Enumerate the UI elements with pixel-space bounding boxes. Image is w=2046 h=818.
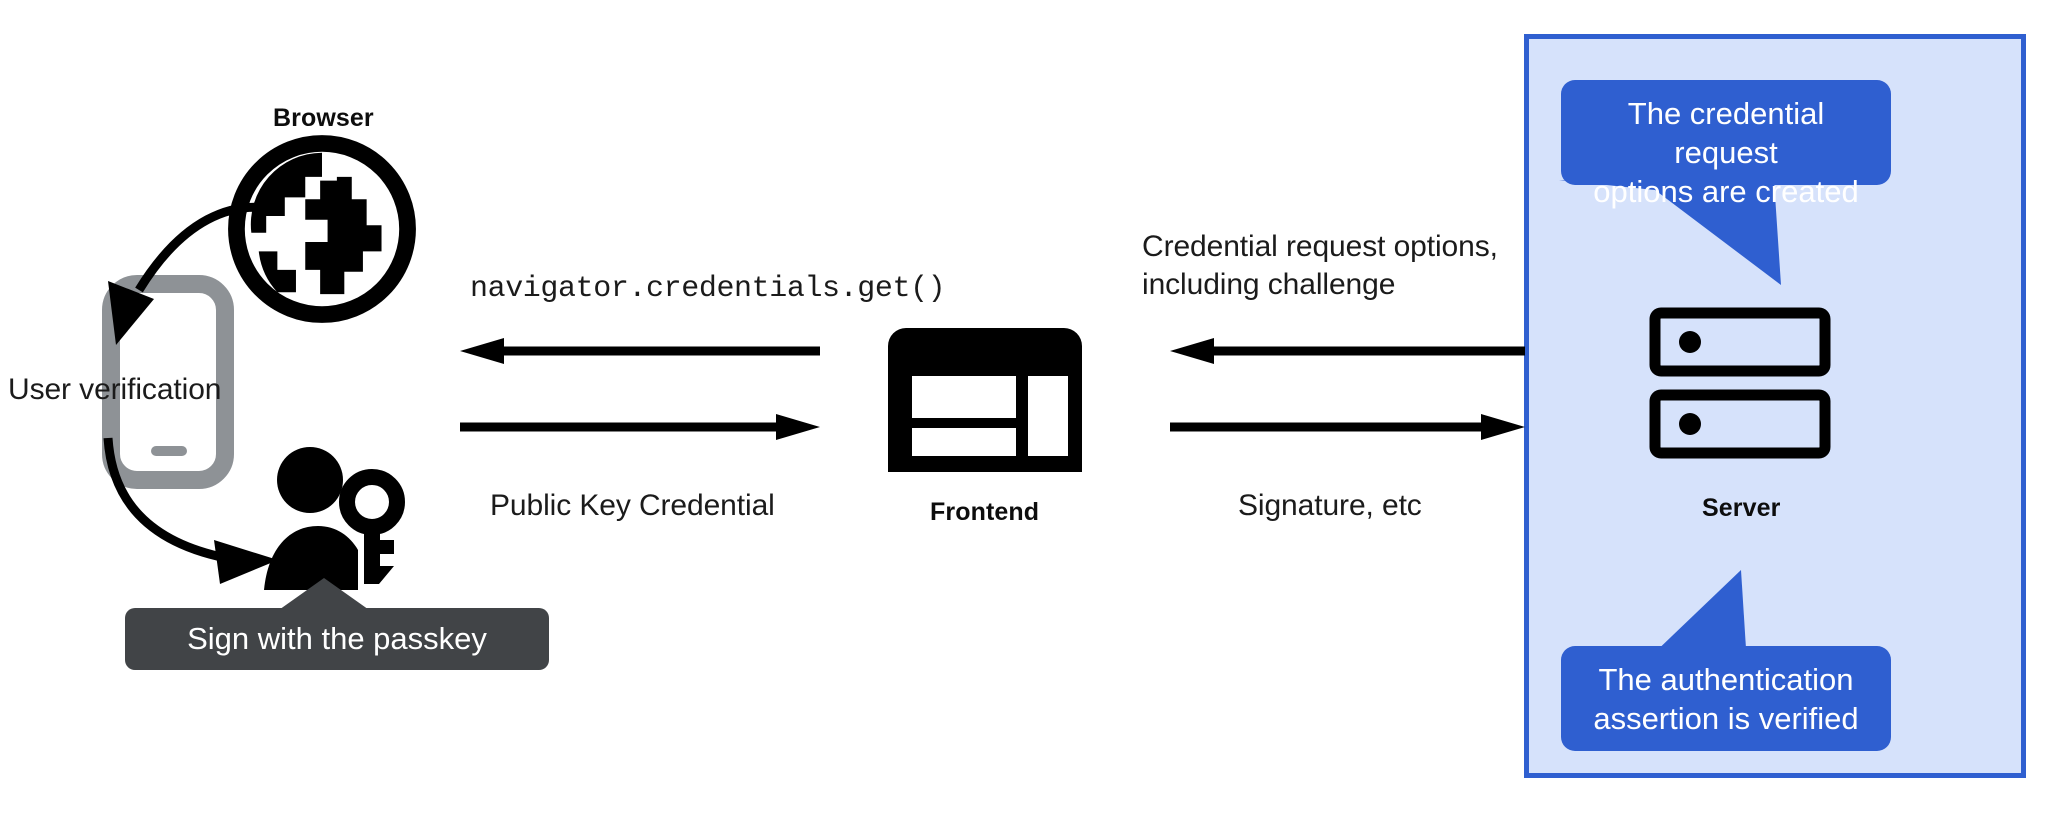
browser-label: Browser [273, 104, 374, 132]
bottom-callout: The authentication assertion is verified [1561, 646, 1891, 751]
mobile-phone-icon [102, 275, 234, 489]
top-callout-tail [1559, 180, 1799, 285]
arrow-frontend-to-server [1170, 414, 1525, 440]
user-verification-label: User verification [8, 373, 222, 406]
top-callout: The credential request options are creat… [1561, 80, 1891, 209]
passkey-tooltip: Sign with the passkey [125, 608, 549, 670]
phone-to-user-arrow [98, 430, 298, 584]
credential-request-options-label: Credential request options, including ch… [1142, 230, 1498, 302]
arrow-browser-to-frontend [460, 414, 820, 440]
signature-etc-label: Signature, etc [1238, 489, 1422, 522]
web-layout-icon [888, 328, 1082, 472]
globe-icon [228, 135, 416, 323]
passkey-tooltip-pointer [276, 578, 372, 612]
frontend-label: Frontend [930, 498, 1040, 526]
server-rack-unit-bottom [1649, 389, 1831, 459]
credentials-get-label: navigator.credentials.get() [470, 272, 946, 306]
person-with-key-icon [262, 440, 405, 590]
arrow-frontend-to-browser [460, 338, 820, 364]
browser-to-phone-arrow [92, 195, 282, 355]
server-rack-unit-top [1649, 307, 1831, 377]
server-label: Server [1702, 494, 1781, 522]
public-key-credential-label: Public Key Credential [490, 489, 775, 522]
arrow-server-to-frontend [1170, 338, 1525, 364]
